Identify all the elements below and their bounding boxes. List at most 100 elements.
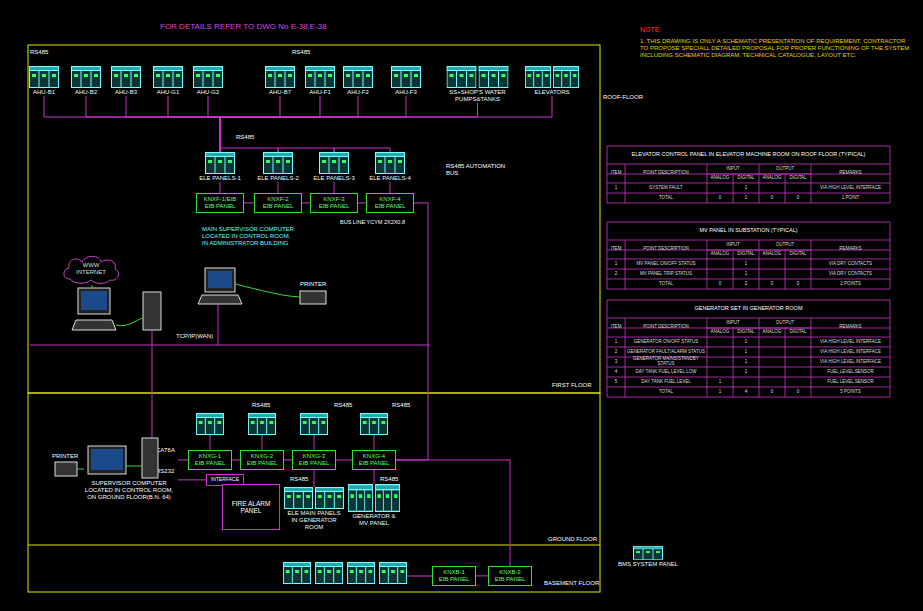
caption-text: SS+SHOP'S WATER PUMPS&TANKS <box>430 89 525 103</box>
panel-icons <box>284 487 344 509</box>
bus-connector <box>220 96 552 152</box>
table-cell: OUTPUT <box>759 240 811 250</box>
table-rule <box>607 337 890 338</box>
bus-connector <box>44 96 220 152</box>
table-rule <box>607 300 890 301</box>
table-cell: ANALOG <box>759 328 785 337</box>
bus-connector <box>220 96 358 152</box>
table-cell: INPUT <box>707 164 759 174</box>
monitor-icon <box>78 288 110 314</box>
table-rule <box>733 174 734 203</box>
table-cell: DIGITAL <box>785 328 811 337</box>
table-cell: ANALOG <box>759 174 785 183</box>
drawing-label: FIRST FLOOR <box>552 382 600 389</box>
panel-icons <box>366 152 414 174</box>
caption-text: ELE PANELS-2 <box>254 175 302 182</box>
table-cell: 1 <box>733 269 759 279</box>
bus-connector <box>334 148 390 152</box>
table-cell: GENERATOR ON/OFF STATUS <box>625 337 707 347</box>
panel-box: KNXG-4EIB PANEL <box>352 450 396 470</box>
table-cell: 1 <box>607 183 625 193</box>
table-cell: DIGITAL <box>785 250 811 259</box>
panel-icon <box>315 488 343 509</box>
table-cell: 0 <box>785 387 811 397</box>
box-label: KNXF-4 <box>369 196 411 203</box>
panel-group: AHU-B7 <box>262 66 298 96</box>
panel-icon <box>315 563 342 584</box>
drawing-label: CAT6A <box>156 447 182 454</box>
caption-text: AHU-G1 <box>150 89 186 96</box>
drawing-label: BUS LINE YCYM 2X2X0.8 <box>340 219 426 225</box>
keyboard-icon <box>72 320 116 330</box>
caption-text: ELE MAIN PANELS IN GENERATOR ROOM <box>284 510 344 531</box>
monitor-icon <box>88 446 126 474</box>
bus-connector <box>314 470 315 487</box>
table-cell: ITEM <box>607 318 625 337</box>
table-cell: 0 <box>785 279 811 289</box>
drawing-label: TCP/IP(WAN) <box>176 333 226 340</box>
panel-icon <box>479 67 508 88</box>
drawing-label: RS485 <box>236 134 266 141</box>
table-cell: 1 <box>607 337 625 347</box>
table-cell: DAY TANK FUEL LEVEL <box>625 377 707 387</box>
floor-outline <box>28 393 600 592</box>
table-cell: 3 <box>607 357 625 367</box>
table-rule <box>607 347 890 348</box>
monitor-screen <box>81 291 107 310</box>
panel-icon <box>525 67 550 88</box>
bus-connector <box>168 96 220 152</box>
table-rule <box>607 279 890 280</box>
table-cell: ANALOG <box>707 328 733 337</box>
panel-box: KNXB-2EIB PANEL <box>488 566 532 586</box>
table-rule <box>607 146 890 147</box>
panel-box: KNXG-2EIB PANEL <box>240 450 284 470</box>
panel-icons <box>388 66 424 88</box>
table-cell: 1 POINT <box>811 193 890 203</box>
table-cell: DAY TANK FUEL LEVEL LOW <box>625 367 707 377</box>
panel-icons <box>430 66 525 88</box>
box-label: KNXF-2 <box>257 196 299 203</box>
bus-connector <box>334 182 335 193</box>
table-cell: GENERATOR MAINS/STANDBY STATUS <box>625 357 707 367</box>
table-cell: 1 <box>707 387 733 397</box>
table-cell: DIGITAL <box>785 174 811 183</box>
table-rule <box>785 174 786 203</box>
table-cell: TOTAL <box>625 387 707 397</box>
table-cell: INPUT <box>707 318 759 328</box>
panel-box: KNXB-1EIB PANEL <box>432 566 476 586</box>
panel-icon <box>392 67 421 88</box>
table-cell: 4 <box>607 367 625 377</box>
panel-box: KNXF-3EIB PANEL <box>310 193 358 213</box>
table-cell: GENERATOR SET IN GENERATOR ROOM <box>607 300 890 318</box>
table-cell: ITEM <box>607 164 625 183</box>
drawing-label: RS485 <box>30 49 60 56</box>
panel-group: ELE PANELS-1 <box>196 152 244 182</box>
table-cell: TOTAL <box>625 279 707 289</box>
caption-text: ELE PANELS-3 <box>310 175 358 182</box>
table-rule <box>707 240 708 289</box>
table-rule <box>607 240 890 241</box>
table-cell: 1 <box>607 259 625 269</box>
panel-icons <box>616 546 680 560</box>
table-cell: 0 <box>759 387 785 397</box>
table-cell: 1 <box>733 367 759 377</box>
panel-icon <box>447 67 476 88</box>
table-cell: VIA DRY CONTACTS <box>811 259 890 269</box>
table-cell: 1 <box>733 357 759 367</box>
drawing-title: FOR DETAILS REFER TO DWG No E-38,E-38 <box>160 22 327 31</box>
panel-group: AHU-B3 <box>108 66 144 96</box>
panel-icon <box>306 67 335 88</box>
panel-icon <box>196 414 223 435</box>
panel-icon <box>264 153 293 174</box>
table-rule <box>811 164 812 203</box>
table-rule <box>890 146 891 203</box>
caption-text: AHU-B7 <box>262 89 298 96</box>
table-cell: DIGITAL <box>733 328 759 337</box>
table-cell: 1 <box>733 337 759 347</box>
caption-text: ELE PANELS-4 <box>366 175 414 182</box>
cable-line <box>126 466 142 467</box>
bus-connector <box>86 96 220 152</box>
keyboard-icon <box>198 295 242 304</box>
box-label: EIB PANEL <box>355 460 393 467</box>
table-rule <box>625 318 626 397</box>
